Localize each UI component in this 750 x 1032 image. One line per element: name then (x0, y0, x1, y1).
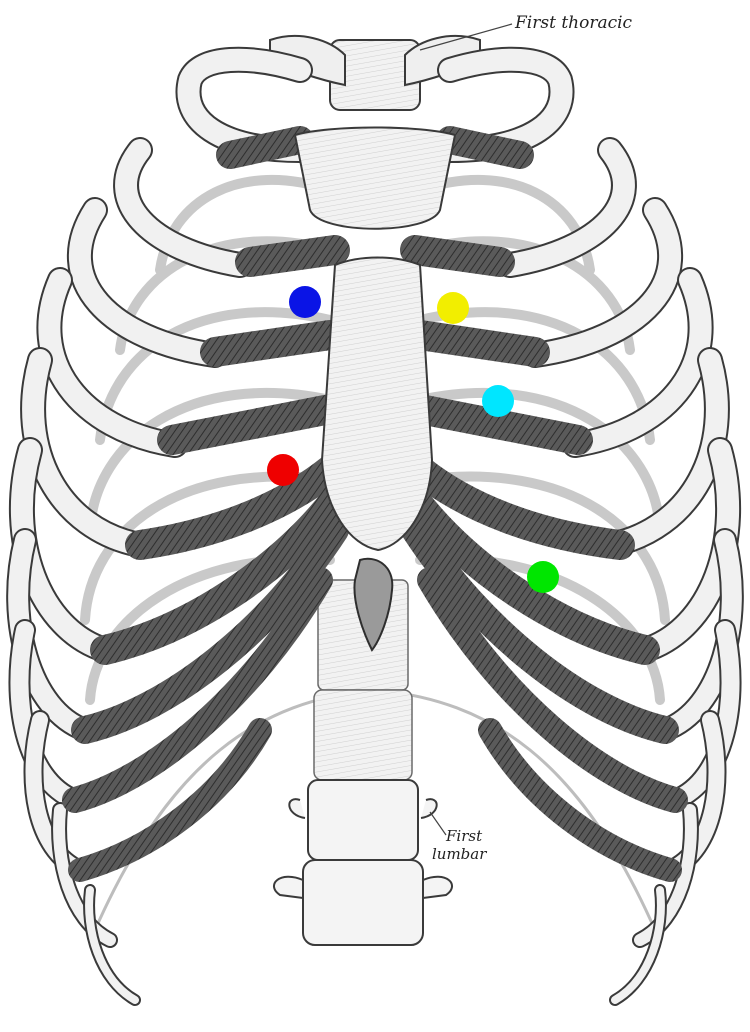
first-lumbar-label-line1: First (446, 827, 483, 845)
first-thoracic-label: First thoracic (515, 13, 633, 33)
vertebral-column (269, 23, 513, 946)
green-marker (527, 561, 559, 593)
anterior-ribs-right (437, 46, 744, 1006)
cyan-marker (482, 385, 514, 417)
red-marker (267, 454, 299, 486)
anterior-ribs-left (6, 46, 313, 1006)
first-lumbar-label-line2: lumbar (432, 845, 487, 863)
markers (267, 286, 559, 593)
manubrium (293, 126, 457, 230)
costal-cartilages (62, 126, 688, 882)
xiphoid-process (353, 557, 394, 652)
yellow-marker (437, 292, 469, 324)
blue-marker (289, 286, 321, 318)
sternum (320, 256, 434, 552)
